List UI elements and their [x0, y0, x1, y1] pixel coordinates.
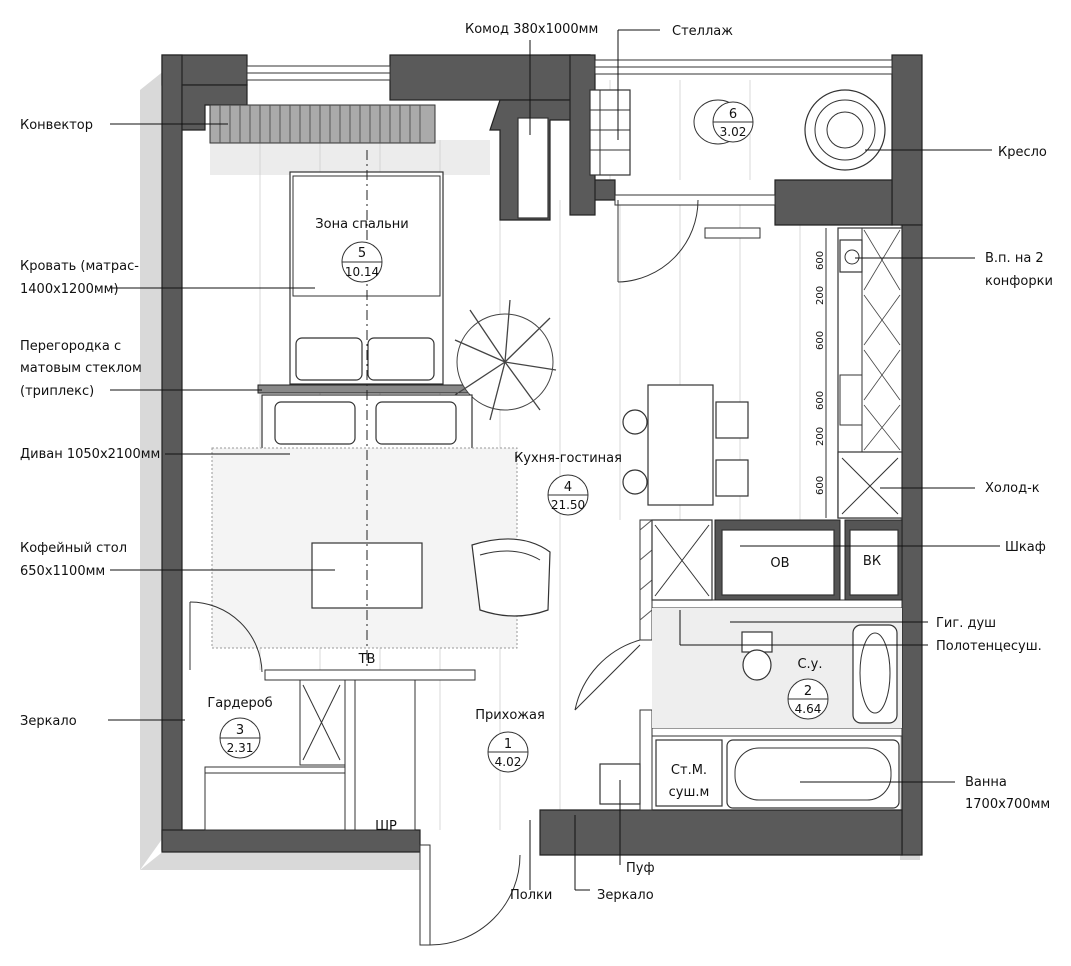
room-num-hall: 1 — [504, 737, 512, 752]
balcony-door — [617, 199, 699, 283]
label-pouf: Пуф — [626, 861, 655, 876]
label-shelving: Стеллаж — [672, 24, 733, 39]
bathtub — [726, 739, 900, 809]
armchair — [804, 89, 886, 171]
label-hob-1: В.п. на 2 — [985, 251, 1044, 266]
dim-2: 200 — [815, 286, 826, 305]
toilet — [741, 631, 773, 681]
label-mirror-left: Зеркало — [20, 714, 77, 729]
leader-lines — [108, 29, 1000, 891]
room-num-sleep: 5 — [358, 246, 366, 261]
room-name-wardrobe: Гардероб — [207, 696, 272, 711]
room-tag-hall: Прихожая 1 4.02 — [475, 708, 545, 773]
label-sofa: Диван 1050х2100мм — [20, 447, 160, 462]
label-convector: Конвектор — [20, 118, 93, 133]
fixture-washer-1: Ст.М. — [671, 763, 707, 778]
room-tag-wardrobe: Гардероб 3 2.31 — [207, 696, 273, 759]
washer — [655, 739, 723, 807]
dining-set — [622, 384, 749, 506]
glass-partition — [257, 384, 469, 394]
label-bath-1: Ванна — [965, 775, 1007, 790]
room-area-hall: 4.02 — [495, 755, 522, 769]
dim-1: 600 — [815, 251, 826, 270]
room-tag-balcony: 6 3.02 — [712, 101, 754, 143]
room-tag-bath: С.у. 2 4.64 — [787, 657, 829, 720]
room-num-wardrobe: 3 — [236, 723, 244, 738]
label-hob-2: конфорки — [985, 274, 1053, 289]
inner-walls — [639, 519, 903, 811]
bathroom-door — [574, 639, 641, 711]
windows — [246, 59, 893, 206]
living-armchair — [471, 538, 551, 617]
label-coffee-2: 650х1100мм — [20, 564, 105, 579]
room-name-kitchen: Кухня-гостиная — [514, 451, 622, 466]
dim-3: 600 — [815, 331, 826, 350]
sink — [852, 624, 898, 724]
label-cabinet: Шкаф — [1005, 540, 1046, 555]
room-num-bath: 2 — [804, 684, 812, 699]
wardrobe-area — [204, 669, 476, 831]
label-towel-dryer: Полотенцесуш. — [936, 639, 1042, 654]
room-tag-sleep: Зона спальни 5 10.14 — [315, 217, 409, 283]
fixture-shr: ШР — [375, 819, 397, 834]
fixture-vk: ВК — [863, 554, 881, 569]
dim-5: 200 — [815, 427, 826, 446]
dim-6: 600 — [815, 476, 826, 495]
room-tag-kitchen: Кухня-гостиная 4 21.50 — [514, 451, 622, 516]
entrance-door — [419, 844, 521, 946]
room-name-hall: Прихожая — [475, 708, 545, 723]
fixture-tv: ТВ — [358, 652, 376, 667]
room-name-bath: С.у. — [797, 657, 822, 672]
label-partition-2: матовым стеклом — [20, 361, 142, 376]
fixture-washer-2: суш.м — [669, 785, 710, 800]
dresser — [517, 117, 549, 219]
label-bed-2: 1400х1200мм) — [20, 282, 119, 297]
label-shelves: Полки — [510, 888, 552, 903]
label-partition-3: (триплекс) — [20, 384, 94, 399]
plant — [454, 299, 557, 421]
label-armchair: Кресло — [998, 145, 1047, 160]
label-partition-1: Перегородка с — [20, 339, 121, 354]
convector — [209, 104, 436, 144]
room-area-bath: 4.64 — [795, 702, 822, 716]
room-num-kitchen: 4 — [564, 480, 572, 495]
kitchen-dims: 600 200 600 600 200 600 — [815, 251, 826, 495]
room-area-wardrobe: 2.31 — [227, 741, 254, 755]
room-area-kitchen: 21.50 — [551, 498, 585, 512]
room-area-sleep: 10.14 — [345, 265, 379, 279]
label-hyg-shower: Гиг. душ — [936, 616, 996, 631]
label-dresser: Комод 380х1000мм — [465, 22, 598, 37]
kitchen-counter — [825, 227, 903, 519]
label-bath-2: 1700х700мм — [965, 797, 1050, 812]
room-name-sleep: Зона спальни — [315, 217, 408, 232]
wardrobe-door — [189, 601, 263, 673]
fixture-ov: ОВ — [770, 556, 789, 571]
room-area-balcony: 3.02 — [720, 125, 747, 139]
label-fridge: Холод-к — [985, 481, 1040, 496]
dim-4: 600 — [815, 391, 826, 410]
label-bed-1: Кровать (матрас- — [20, 259, 139, 274]
label-mirror-bottom: Зеркало — [597, 888, 654, 903]
label-coffee-1: Кофейный стол — [20, 541, 127, 556]
radiator — [704, 227, 761, 239]
room-num-balcony: 6 — [729, 107, 737, 122]
